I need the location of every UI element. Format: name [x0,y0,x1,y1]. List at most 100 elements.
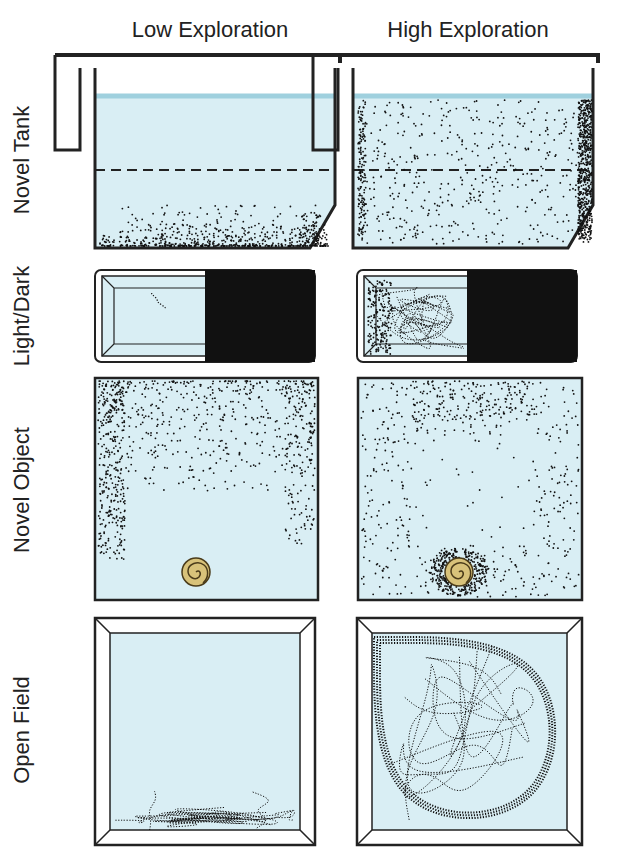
track-dot [587,168,589,170]
track-dot [571,162,573,164]
track-dot [583,144,585,146]
track-dot [586,203,588,205]
track-dot [218,212,220,214]
track-dot [149,225,151,227]
track-dot [430,225,432,227]
track-dot [133,242,135,244]
track-dot [472,150,474,152]
track-dot [449,125,451,127]
track-dot [589,134,591,136]
track-dot [493,213,495,215]
track-dot [272,224,274,226]
track-dot [590,181,592,183]
track-dot [306,215,308,217]
track-dot [578,114,580,116]
track-dot [584,188,586,190]
track-dot [474,133,476,135]
light-dark-right [357,270,577,362]
track-dot [364,174,366,176]
track-dot [440,196,442,198]
track-dot [587,231,589,233]
track-dot [186,245,188,247]
track-dot [580,161,582,163]
track-dot [216,228,218,230]
track-dot [587,208,589,210]
track-dot [585,141,587,143]
track-dot [288,245,290,247]
track-dot [411,210,413,212]
track-dot [364,180,366,182]
track-dot [371,303,373,305]
track-dot [197,239,199,241]
track-dot [237,214,239,216]
track-dot [164,212,166,214]
track-dot [267,231,269,233]
track-dot [419,135,421,137]
track-dot [376,158,378,160]
track-dot [312,233,314,235]
track-dot [363,164,365,166]
track-dot [451,225,453,227]
track-dot [583,125,585,127]
track-dot [460,177,462,179]
track-dot [389,282,391,284]
track-dot [587,117,589,119]
track-dot [577,222,579,224]
track-dot [585,141,587,143]
track-dot [442,202,444,204]
track-dot [369,316,371,318]
track-dot [166,205,168,207]
track-dot [587,104,589,106]
track-dot [587,107,589,109]
track-dot [587,108,589,110]
track-dot [591,206,593,208]
track-dot [577,193,579,195]
track-dot [136,226,138,228]
track-dot [361,209,363,211]
track-dot [566,175,568,177]
track-dot [427,154,429,156]
track-dot [586,135,588,137]
track-dot [514,147,516,149]
track-dot [584,117,586,119]
track-dot [590,196,592,198]
track-dot [584,181,586,183]
track-dot [293,245,295,247]
track-dot [583,144,585,146]
track-dot [242,221,244,223]
track-dot [161,221,163,223]
track-dot [385,349,387,351]
track-dot [362,157,364,159]
track-dot [399,218,401,220]
track-dot [580,220,582,222]
track-dot [434,132,436,134]
track-dot [499,190,501,192]
track-dot [364,221,366,223]
track-dot [515,168,517,170]
track-dot [314,227,316,229]
track-dot [491,232,493,234]
track-dot [584,168,586,170]
track-dot [581,204,583,206]
track-dot [244,245,246,247]
track-dot [218,230,220,232]
tank-wall [95,68,335,248]
track-dot [588,179,590,181]
track-dot [360,153,362,155]
track-dot [577,231,579,233]
track-dot [166,244,168,246]
track-dot [584,169,586,171]
track-dot [392,206,394,208]
track-dot [241,205,243,207]
track-dot [580,133,582,135]
track-dot [488,212,490,214]
track-dot [291,229,293,231]
track-dot [185,245,187,247]
track-dot [585,120,587,122]
track-dot [469,192,471,194]
track-dot [362,226,364,228]
track-dot [182,219,184,221]
track-dot [225,229,227,231]
track-dot [479,194,481,196]
track-dot [589,107,591,109]
